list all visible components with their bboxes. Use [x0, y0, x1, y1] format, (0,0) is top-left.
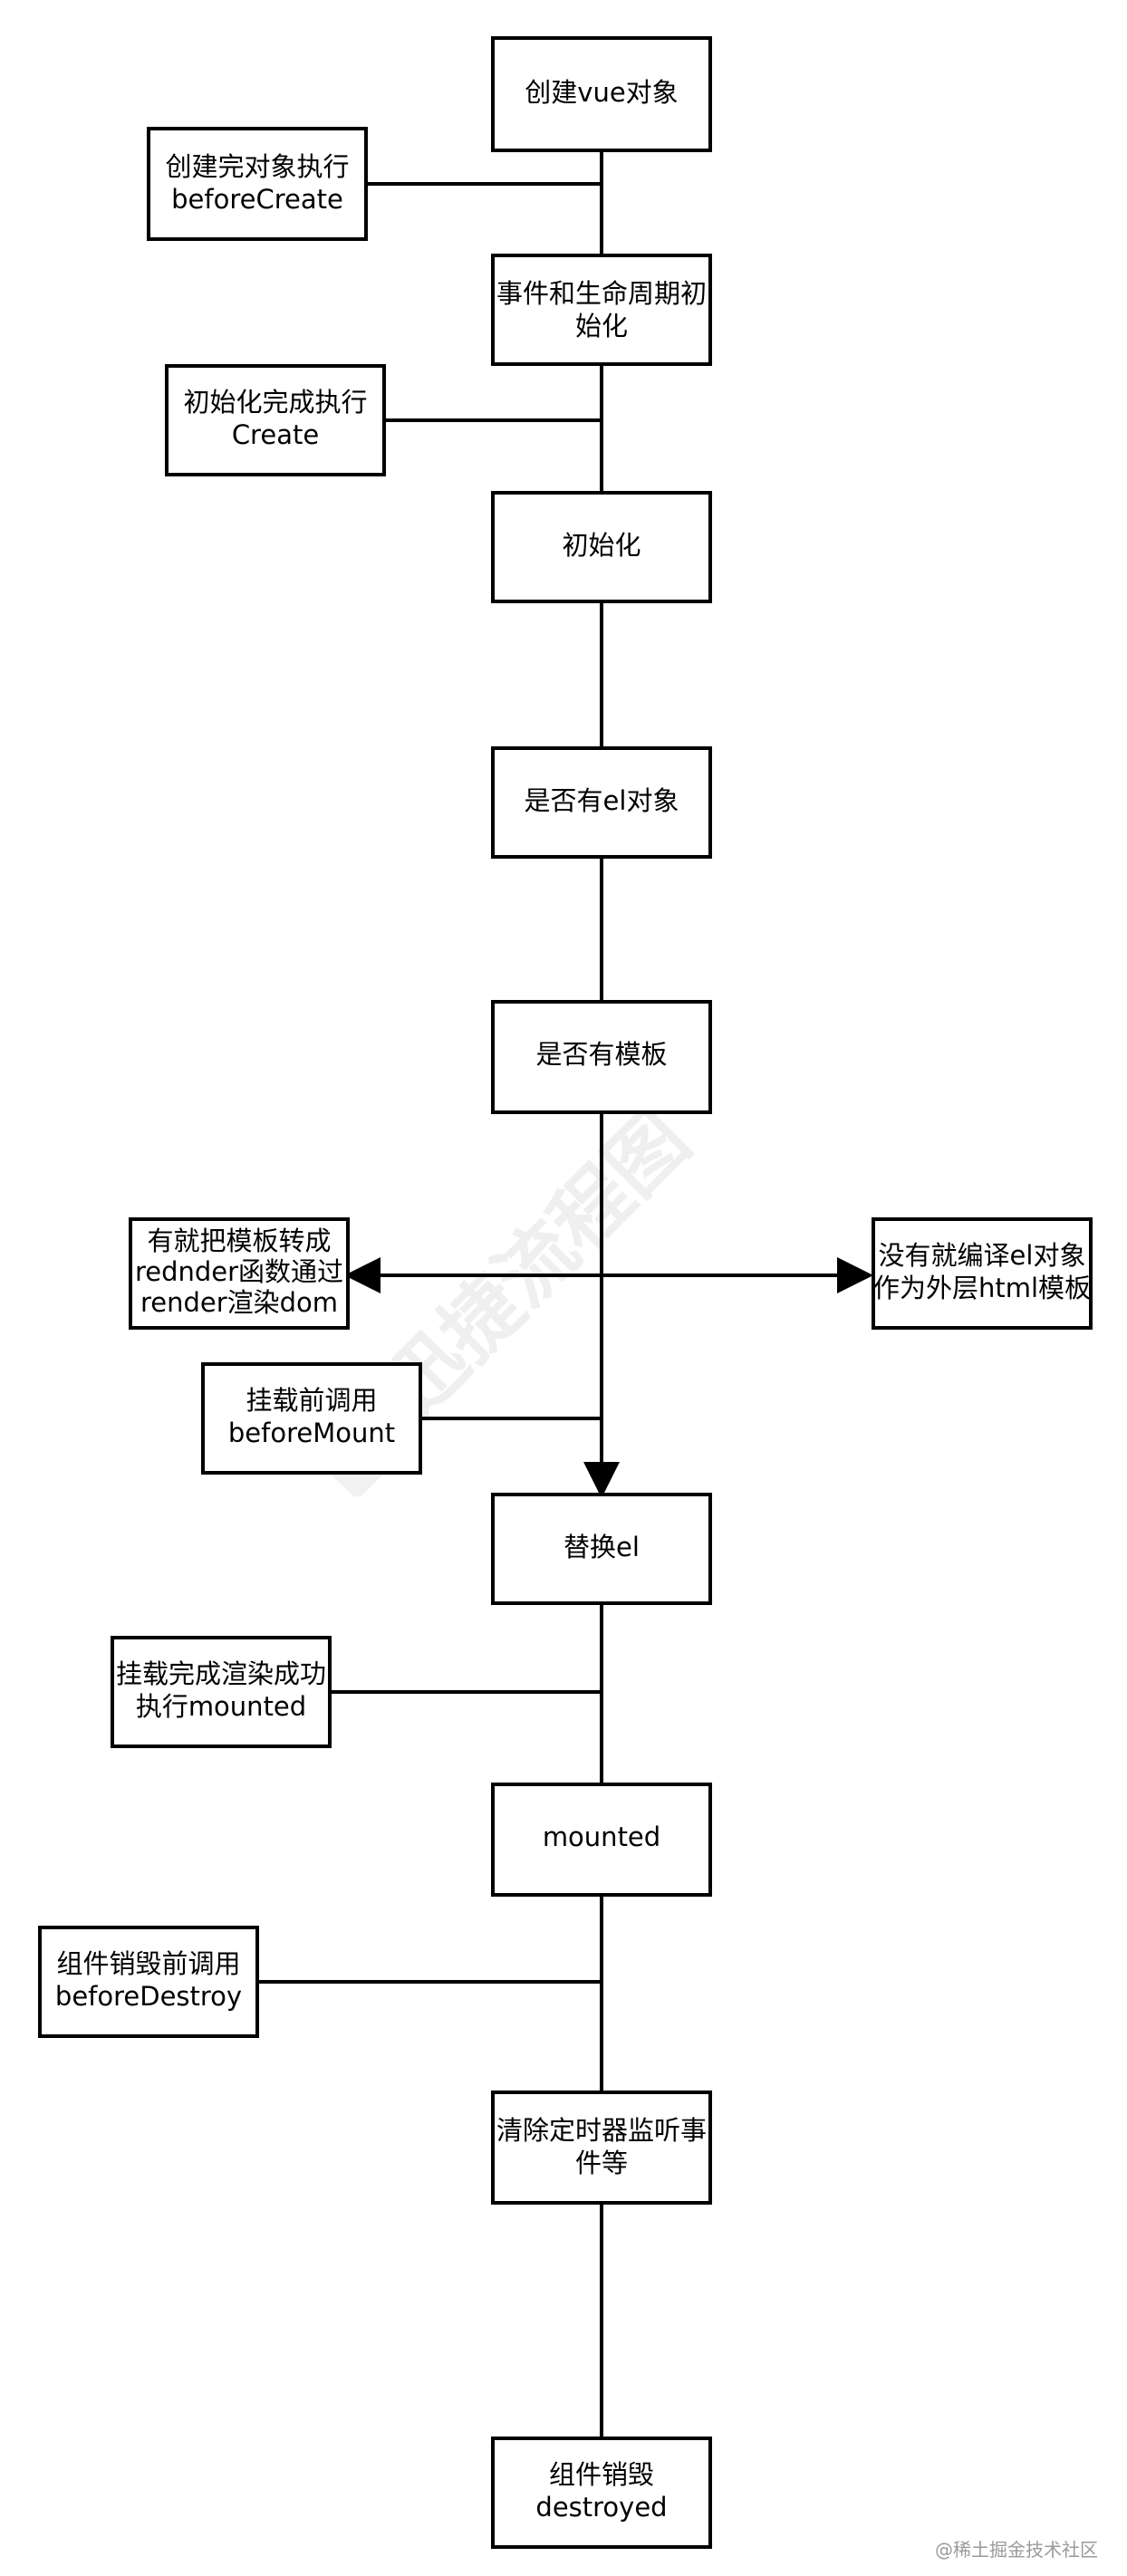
svg-text:有就把模板转成: 有就把模板转成 [147, 1226, 331, 1256]
node-yes-template-line2: rednder函数通过 [135, 1256, 343, 1287]
node-init-events: 事件和生命周期初 始化 [491, 254, 712, 366]
node-before-destroy-line1: 组件销毁前调用 [56, 1948, 240, 1979]
svg-text:替换el: 替换el [564, 1532, 640, 1562]
node-before-mount-line1: 挂载前调用 [246, 1385, 377, 1416]
node-destroyed: 组件销毁 destroyed [491, 2437, 712, 2549]
node-before-destroy-note: 组件销毁前调用 beforeDestroy [38, 1926, 259, 2038]
node-cleanup-line2: 件等 [575, 2148, 628, 2178]
node-mounted-note: 挂载完成渲染成功 执行mounted [111, 1636, 332, 1748]
node-yes-template-line1: 有就把模板转成 [147, 1226, 331, 1256]
node-has-template: 是否有模板 [491, 1000, 712, 1114]
node-no-template-line2: 作为外层html模板 [873, 1273, 1091, 1303]
svg-text:beforeMount: beforeMount [228, 1418, 395, 1448]
node-init: 初始化 [491, 491, 712, 603]
svg-text:挂载前调用: 挂载前调用 [246, 1385, 377, 1416]
svg-text:清除定时器监听事: 清除定时器监听事 [496, 2115, 707, 2146]
node-destroyed-line2: destroyed [535, 2492, 667, 2523]
node-has-el-line: 是否有el对象 [525, 785, 679, 816]
svg-text:创建vue对象: 创建vue对象 [525, 77, 678, 108]
node-create-vue: 创建vue对象 [491, 36, 712, 152]
node-before-destroy-line2: beforeDestroy [55, 1981, 242, 2012]
svg-text:是否有el对象: 是否有el对象 [525, 785, 679, 816]
svg-text:作为外层html模板: 作为外层html模板 [873, 1273, 1091, 1303]
svg-text:件等: 件等 [575, 2148, 628, 2178]
node-init-events-line1: 事件和生命周期初 [496, 278, 707, 309]
node-before-create-line2: beforeCreate [171, 184, 343, 215]
node-created-note: 初始化完成执行 Create [165, 364, 386, 476]
node-before-create-line1: 创建完对象执行 [165, 151, 349, 182]
node-created-line2: Create [232, 419, 319, 450]
svg-text:没有就编译el对象: 没有就编译el对象 [879, 1240, 1086, 1271]
node-yes-template: 有就把模板转成 rednder函数通过 render渲染dom [129, 1217, 350, 1330]
node-init-line: 初始化 [562, 530, 641, 561]
svg-text:Create: Create [232, 419, 319, 450]
node-created-line1: 初始化完成执行 [183, 387, 367, 418]
node-destroyed-line1: 组件销毁 [549, 2459, 654, 2490]
svg-text:创建完对象执行: 创建完对象执行 [165, 151, 349, 182]
svg-text:始化: 始化 [575, 311, 628, 341]
svg-text:组件销毁: 组件销毁 [549, 2459, 654, 2490]
svg-text:是否有模板: 是否有模板 [535, 1039, 667, 1070]
svg-text:mounted: mounted [543, 1821, 660, 1852]
node-mounted-line: mounted [543, 1821, 660, 1852]
node-before-create-note: 创建完对象执行 beforeCreate [147, 127, 368, 241]
node-before-mount-line2: beforeMount [228, 1418, 395, 1448]
node-replace-el: 替换el [491, 1493, 712, 1605]
svg-text:beforeDestroy: beforeDestroy [55, 1981, 242, 2012]
node-init-events-line2: 始化 [575, 311, 628, 341]
node-yes-template-line3: render渲染dom [140, 1287, 338, 1318]
node-no-template-line1: 没有就编译el对象 [879, 1240, 1086, 1271]
svg-text:render渲染dom: render渲染dom [140, 1287, 338, 1318]
node-has-template-line: 是否有模板 [535, 1039, 667, 1070]
node-has-el: 是否有el对象 [491, 746, 712, 859]
connectors [257, 152, 873, 2438]
node-replace-el-line: 替换el [564, 1532, 640, 1562]
node-mounted: mounted [491, 1783, 712, 1897]
svg-text:初始化: 初始化 [562, 530, 641, 561]
node-no-template: 没有就编译el对象 作为外层html模板 [872, 1217, 1093, 1330]
svg-text:挂载完成渲染成功: 挂载完成渲染成功 [116, 1658, 326, 1689]
node-create-vue-line: 创建vue对象 [525, 77, 678, 108]
credit-text: @稀土掘金技术社区 [935, 2539, 1098, 2561]
node-before-mount-note: 挂载前调用 beforeMount [201, 1362, 422, 1475]
svg-text:初始化完成执行: 初始化完成执行 [183, 387, 367, 418]
svg-text:组件销毁前调用: 组件销毁前调用 [56, 1948, 240, 1979]
node-mounted-note-line1: 挂载完成渲染成功 [116, 1658, 326, 1689]
node-cleanup-line1: 清除定时器监听事 [496, 2115, 707, 2146]
svg-text:beforeCreate: beforeCreate [171, 184, 343, 215]
svg-text:rednder函数通过: rednder函数通过 [135, 1256, 343, 1287]
node-mounted-note-line2: 执行mounted [136, 1691, 306, 1722]
svg-text:事件和生命周期初: 事件和生命周期初 [496, 278, 707, 309]
svg-text:destroyed: destroyed [535, 2492, 667, 2523]
node-cleanup: 清除定时器监听事 件等 [491, 2091, 712, 2205]
svg-text:执行mounted: 执行mounted [136, 1691, 306, 1722]
